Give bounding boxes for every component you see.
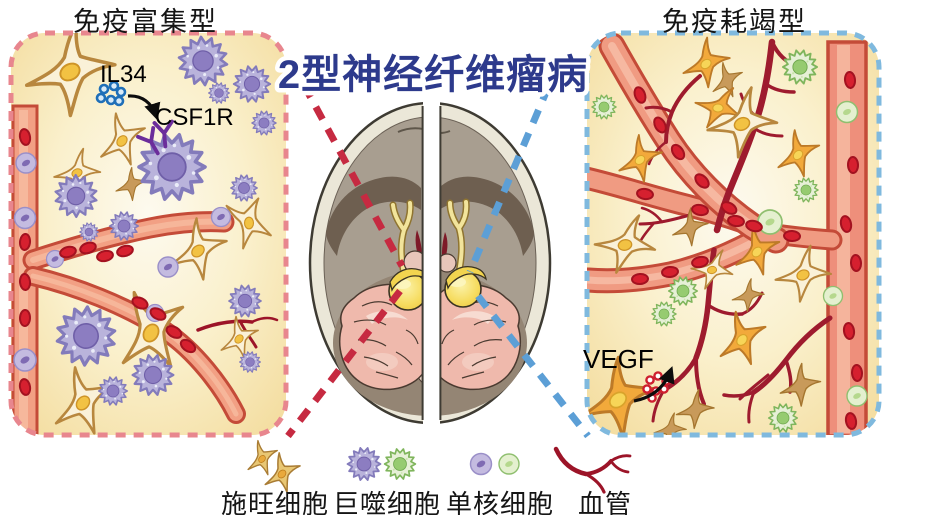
center-title: 2型神经纤维瘤病 bbox=[278, 53, 588, 97]
blood-vessel-icon bbox=[553, 446, 632, 494]
legend-label-schwann: 施旺细胞 bbox=[220, 489, 330, 515]
cranial-nerves bbox=[389, 198, 470, 278]
macrophage-icon bbox=[348, 448, 416, 480]
legend-label-macrophage: 巨噬细胞 bbox=[332, 489, 442, 515]
vegf-label: VEGF bbox=[583, 344, 654, 374]
skull-midline-gap bbox=[423, 93, 440, 435]
callout-lines-right bbox=[466, 62, 591, 439]
left-panel-title: 免疫富集型 bbox=[73, 7, 218, 37]
skull-illustration bbox=[308, 93, 552, 435]
callout-lines-left bbox=[285, 61, 406, 439]
left-panel-illustration bbox=[8, 30, 289, 438]
right-panel-illustration bbox=[584, 30, 882, 438]
monocyte-icon bbox=[469, 452, 520, 476]
legend-icons bbox=[238, 435, 632, 500]
il34-arrow bbox=[127, 94, 161, 120]
vegf-arrow bbox=[633, 366, 675, 403]
il34-label: IL34 bbox=[100, 61, 147, 88]
vestibular-schwannoma-tumors bbox=[388, 265, 487, 311]
il34-molecules-icon bbox=[95, 80, 127, 107]
right-panel-border bbox=[584, 30, 882, 438]
legend-label-vessel: 血管 bbox=[577, 489, 633, 515]
right-panel-title: 免疫耗竭型 bbox=[662, 7, 807, 37]
legend-label-monocyte: 单核细胞 bbox=[445, 489, 555, 515]
center-title-graphic: 2型神经纤维瘤病 bbox=[273, 49, 591, 102]
csf1r-label: CSF1R bbox=[155, 104, 234, 131]
